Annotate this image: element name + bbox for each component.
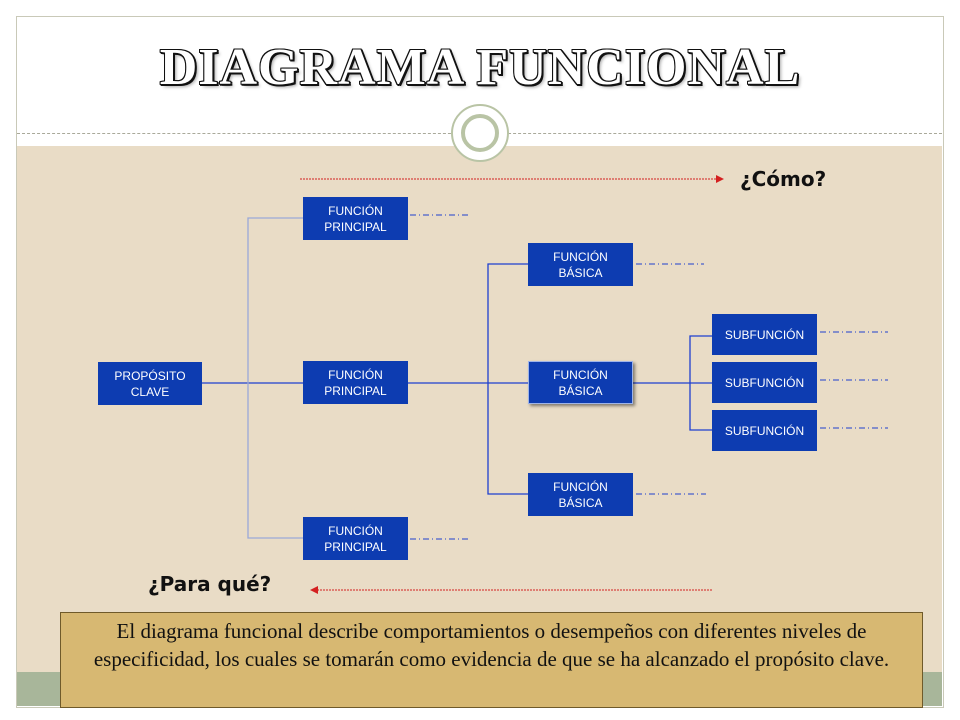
subfunction-node-middle: SUBFUNCIÓN (712, 362, 817, 403)
basic-function-bracket (408, 263, 528, 495)
circle-ornament-icon (451, 104, 509, 162)
basic-function-node-bottom: FUNCIÓN BÁSICA (528, 473, 633, 516)
main-function-node-top: FUNCIÓN PRINCIPAL (303, 197, 408, 240)
subfunction-node-top: SUBFUNCIÓN (712, 314, 817, 355)
page-title: DIAGRAMA FUNCIONAL (159, 39, 801, 96)
basic-function-node-top: FUNCIÓN BÁSICA (528, 243, 633, 286)
main-function-node-bottom: FUNCIÓN PRINCIPAL (303, 517, 408, 560)
description-box: El diagrama funcional describe comportam… (60, 612, 923, 708)
why-question-label: ¿Para qué? (148, 572, 272, 596)
purpose-node: PROPÓSITO CLAVE (98, 362, 202, 405)
main-function-bracket (247, 217, 303, 539)
subfunction-node-bottom: SUBFUNCIÓN (712, 410, 817, 451)
basic-function-node-middle: FUNCIÓN BÁSICA (528, 361, 633, 404)
continuation-lines (410, 214, 888, 540)
how-question-label: ¿Cómo? (740, 167, 827, 191)
subfunction-bracket (633, 335, 712, 431)
main-function-node-middle: FUNCIÓN PRINCIPAL (303, 361, 408, 404)
